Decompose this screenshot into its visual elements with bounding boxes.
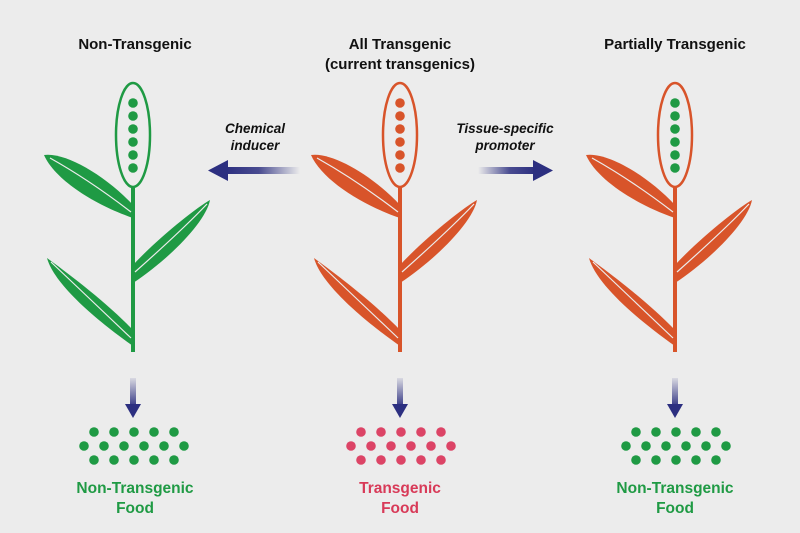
- right-food-label-1: Non-Transgenic: [616, 480, 734, 497]
- center-leaf-upper-left: [311, 154, 400, 218]
- left-food-label-2: Food: [116, 500, 154, 517]
- left-food-label-1: Non-Transgenic: [76, 480, 194, 497]
- right-food-label-2: Food: [656, 500, 694, 517]
- center-food-label-1: Transgenic: [359, 480, 441, 497]
- right-title: Partially Transgenic: [604, 36, 746, 53]
- center-leaf-upper-right: [400, 200, 477, 283]
- center-food-label-2: Food: [381, 500, 419, 517]
- arrow-left-icon: [208, 160, 300, 181]
- arrow-right-icon: [478, 160, 553, 181]
- center-food-dots: [346, 427, 456, 465]
- center-title: All Transgenic: [348, 36, 452, 53]
- inducer-label: inducer: [230, 138, 280, 153]
- left-title: Non-Transgenic: [78, 36, 192, 53]
- right-plant: [586, 81, 752, 352]
- left-down-arrow-icon: [125, 378, 141, 418]
- left-seed-head: [114, 81, 152, 189]
- center-seed-head: [381, 81, 419, 189]
- tissue-specific-label: Tissue-specific: [456, 121, 554, 136]
- left-plant: [44, 81, 210, 352]
- chemical-label: Chemical: [224, 121, 286, 136]
- left-leaf-upper-left: [44, 154, 133, 218]
- center-subtitle: (current transgenics): [324, 56, 476, 73]
- right-leaf-upper-right: [675, 200, 752, 283]
- right-down-arrow-icon: [667, 378, 683, 418]
- center-plant: [311, 81, 477, 352]
- center-down-arrow-icon: [392, 378, 408, 418]
- right-seed-head: [656, 81, 694, 189]
- right-food-dots: [621, 427, 731, 465]
- right-leaf-upper-left: [586, 154, 675, 218]
- right-leaf-lower-left: [589, 258, 675, 346]
- left-leaf-upper-right: [133, 200, 210, 283]
- center-leaf-lower-left: [314, 258, 400, 346]
- promoter-label: promoter: [475, 138, 535, 153]
- left-leaf-lower-left: [47, 258, 133, 346]
- left-food-dots: [79, 427, 189, 465]
